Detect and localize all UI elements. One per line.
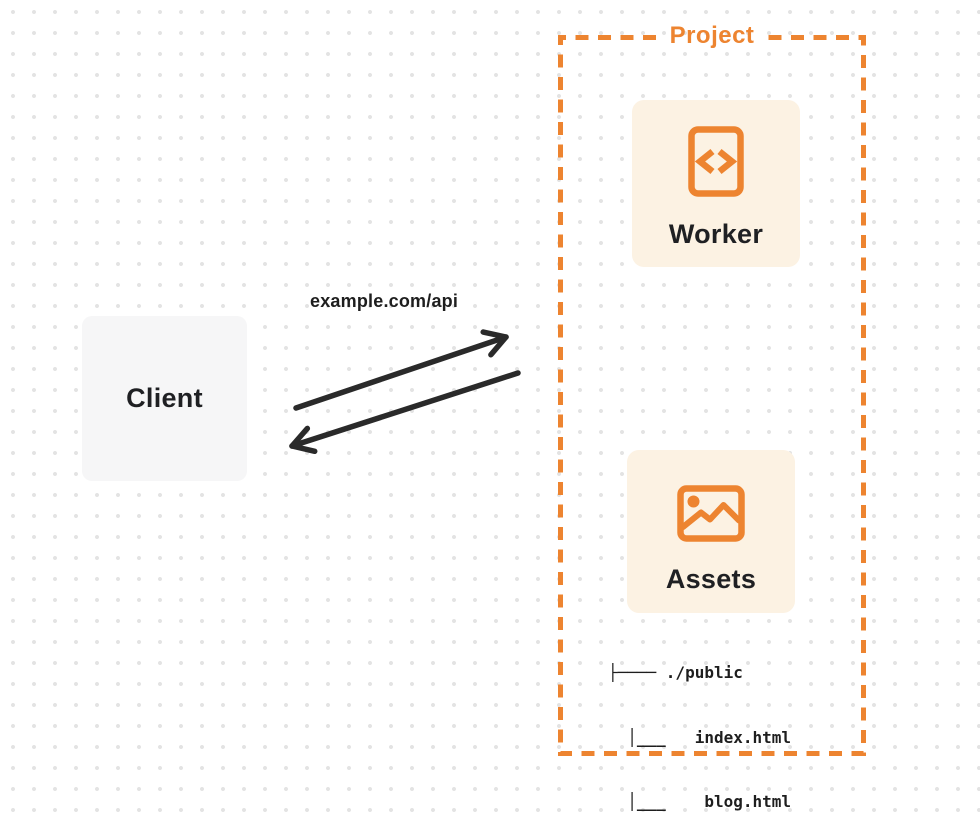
worker-label: Worker — [668, 219, 764, 249]
file-tree-line-index: │___ index.html — [608, 727, 792, 747]
client-node: Client — [82, 316, 247, 481]
file-tree-line-public: ├──── ./public — [608, 663, 743, 682]
client-label: Client — [126, 383, 203, 413]
file-tree-line-blog: │___ blog.html — [608, 792, 792, 811]
worker-node: Worker — [632, 100, 800, 267]
assets-file-tree: ├──── ./public │___ index.html │___ blog… — [608, 619, 791, 818]
project-dashed-border — [558, 35, 866, 756]
request-url-label: example.com/api — [310, 291, 459, 311]
assets-label: Assets — [665, 564, 757, 594]
response-arrow — [289, 370, 521, 455]
assets-node: Assets — [627, 450, 795, 613]
image-icon — [677, 485, 745, 542]
code-file-icon — [688, 126, 744, 197]
project-title: Project — [669, 22, 755, 49]
request-arrow — [293, 329, 509, 411]
